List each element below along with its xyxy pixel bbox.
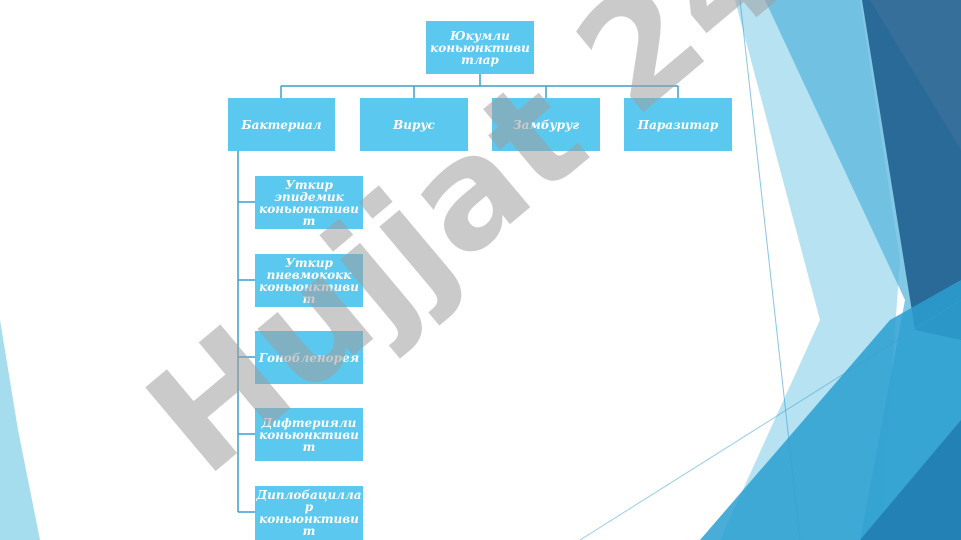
bacterial-child-node: Диплобациллa р коньюнктиви т	[255, 486, 363, 540]
category-label: Бактериал	[241, 117, 322, 132]
child-label: Уткир эпидемик коньюнктиви т	[259, 177, 359, 228]
bacterial-child-node: Дифтерияли коньюнктиви т	[255, 408, 363, 461]
category-node-fungal: Замбуруг	[492, 98, 600, 151]
category-node-parasitic: Паразитар	[624, 98, 732, 151]
thin-diagonal-line-1	[739, 0, 801, 540]
right-dark-panel	[862, 0, 961, 340]
right-bottom-panel	[700, 280, 961, 540]
bacterial-child-node: Уткир эпидемик коньюнктиви т	[255, 176, 363, 229]
root-node-label: Юкумли коньюнктиви тлар	[430, 28, 530, 67]
thin-diagonal-line-2	[579, 299, 961, 540]
bacterial-child-node: Уткир пневмококк коньюнктиви т	[255, 254, 363, 307]
category-node-viral: Вирус	[360, 98, 468, 151]
right-bottom-dark	[860, 420, 961, 540]
child-label: Дифтерияли коньюнктиви т	[259, 415, 359, 454]
root-node: Юкумли коньюнктиви тлар	[426, 21, 534, 74]
child-label: Уткир пневмококк коньюнктиви т	[259, 255, 359, 306]
bacterial-child-node: Гонобленорея	[255, 331, 363, 384]
category-node-bacterial: Бактериал	[228, 98, 335, 151]
child-label: Гонобленорея	[258, 350, 360, 365]
category-label: Замбуруг	[513, 117, 579, 132]
child-label: Диплобациллa р коньюнктиви т	[256, 488, 362, 538]
category-label: Паразитар	[637, 117, 719, 132]
category-label: Вирус	[393, 117, 435, 132]
left-edge-shape	[0, 320, 40, 540]
